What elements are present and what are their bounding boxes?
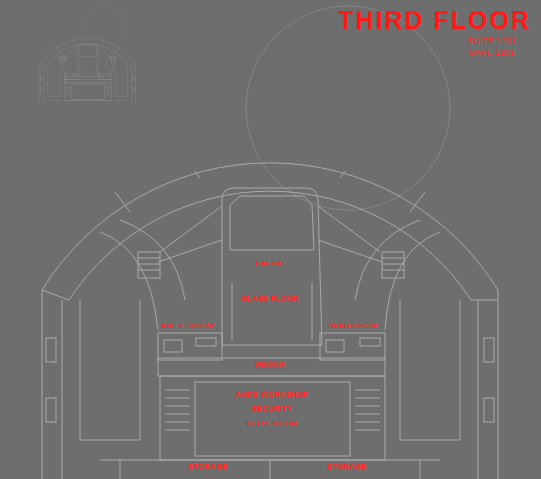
room-label: STORAGE xyxy=(186,463,229,472)
room-label: RAILING xyxy=(254,260,287,268)
floor-plan xyxy=(42,6,498,479)
room-label: 'WAR-ROOM' xyxy=(327,322,381,331)
inset-minimap xyxy=(40,5,136,104)
room-label: AVE'S 'ROOM' xyxy=(159,322,217,331)
room-label: WINDOW xyxy=(253,361,288,369)
subtitle-label: SAVE 1201 xyxy=(467,48,517,58)
room-label: SECURITY xyxy=(250,405,294,414)
floor-title: THIRD FLOOR xyxy=(338,8,531,33)
room-label: STORAGE xyxy=(325,463,368,472)
room-label: AVE'S WORKSHOP xyxy=(233,391,310,400)
room-label: GLASS FLOOR xyxy=(239,295,301,304)
subtitle-label: SUITE 1201 xyxy=(465,37,518,47)
room-label: BLU'S ROOM xyxy=(245,420,300,429)
